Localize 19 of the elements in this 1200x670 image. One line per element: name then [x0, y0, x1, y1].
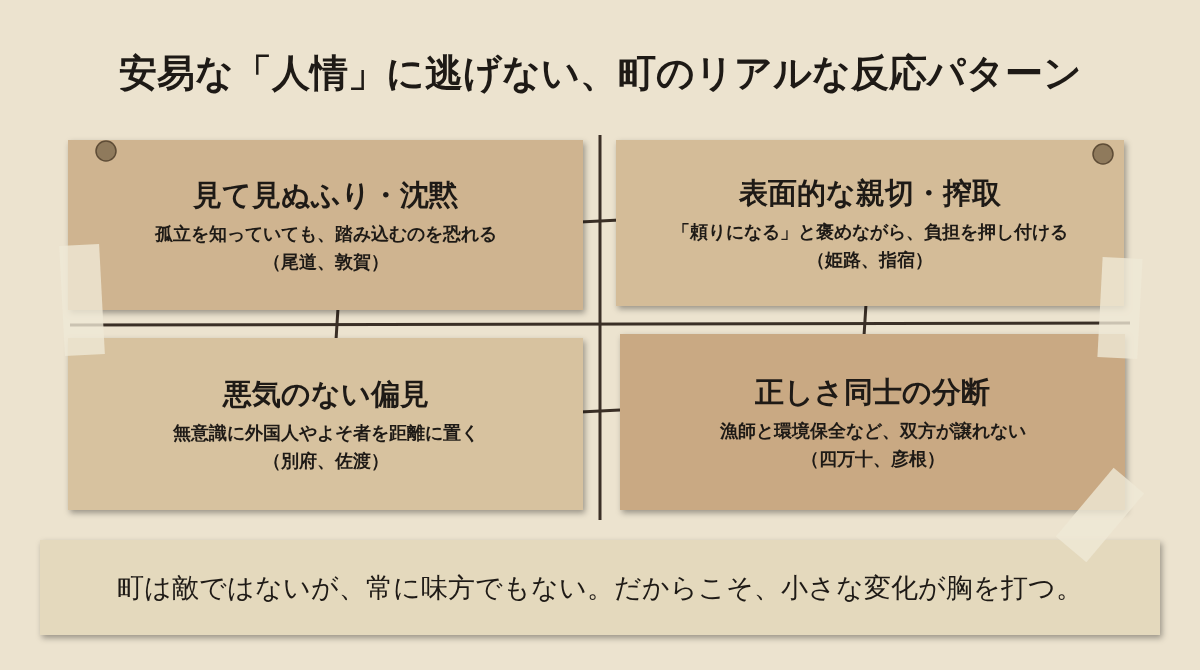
- card-heading: 見て見ぬふり・沈黙: [193, 177, 458, 214]
- card-description: 「頼りになる」と褒めながら、負担を押し付ける: [672, 220, 1068, 244]
- card-description: 孤立を知っていても、踏み込むのを恐れる: [154, 222, 497, 246]
- paper-card: [68, 338, 583, 510]
- place-names: （四万十、彦根）: [800, 447, 945, 471]
- place-names: （別府、佐渡）: [262, 449, 389, 473]
- message-banner: [40, 540, 1160, 635]
- place-names: （尾道、敦賀）: [262, 250, 389, 274]
- paper-card: [620, 334, 1125, 510]
- paper-card: [68, 140, 583, 310]
- place-names: （姫路、指宿）: [807, 248, 933, 272]
- paper-card: [616, 140, 1124, 306]
- card-heading: 正しさ同士の分断: [755, 374, 990, 411]
- message-text: 町は敵ではないが、常に味方でもない。だからこそ、小さな変化が胸を打つ。: [117, 570, 1083, 605]
- card-description: 漁師と環境保全など、双方が譲れない: [719, 419, 1026, 443]
- card-heading: 悪気のない偏見: [222, 376, 429, 413]
- card-heading: 表面的な親切・搾取: [739, 175, 1001, 212]
- card-description: 無意識に外国人やよそ者を距離に置く: [172, 421, 479, 445]
- title: 安易な「人情」に逃げない、町のリアルな反応パターン: [117, 49, 1083, 97]
